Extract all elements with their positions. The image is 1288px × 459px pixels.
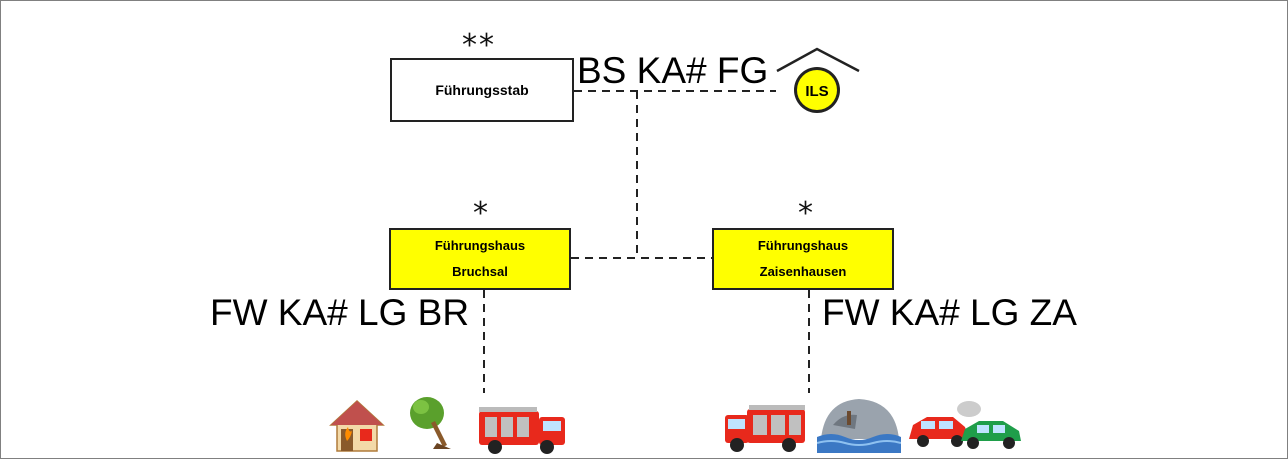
zaisenhausen-rank-star: * — [798, 196, 815, 231]
fuehrungsstab-box[interactable]: Führungsstab — [390, 58, 574, 122]
bruchsal-line2: Bruchsal — [452, 264, 508, 279]
house-fire-icon — [329, 399, 385, 452]
stab-rank-stars: ** — [462, 28, 496, 63]
fire-truck-icon — [479, 407, 565, 454]
ils-text: ILS — [805, 83, 828, 100]
fuehrungshaus-bruchsal-box[interactable]: Führungshaus Bruchsal — [389, 228, 571, 290]
bruchsal-rank-star: * — [473, 196, 490, 231]
ils-logo: ILS — [776, 47, 860, 113]
flood-icon — [817, 399, 901, 453]
fire-truck-icon — [725, 405, 805, 452]
fallen-tree-icon — [410, 397, 451, 449]
bruchsal-link-label: FW KA# LG BR — [210, 292, 470, 333]
zaisenhausen-line2: Zaisenhausen — [759, 264, 847, 279]
stab-link-label: BS KA# FG — [577, 50, 769, 91]
car-crash-icon — [909, 401, 1021, 449]
fuehrungshaus-zaisenhausen-box[interactable]: Führungshaus Zaisenhausen — [712, 228, 894, 290]
zaisenhausen-line1: Führungshaus — [757, 238, 849, 253]
zaisenhausen-link-label: FW KA# LG ZA — [822, 292, 1077, 333]
bruchsal-line1: Führungshaus — [434, 238, 526, 253]
fuehrungsstab-label: Führungsstab — [435, 82, 529, 98]
